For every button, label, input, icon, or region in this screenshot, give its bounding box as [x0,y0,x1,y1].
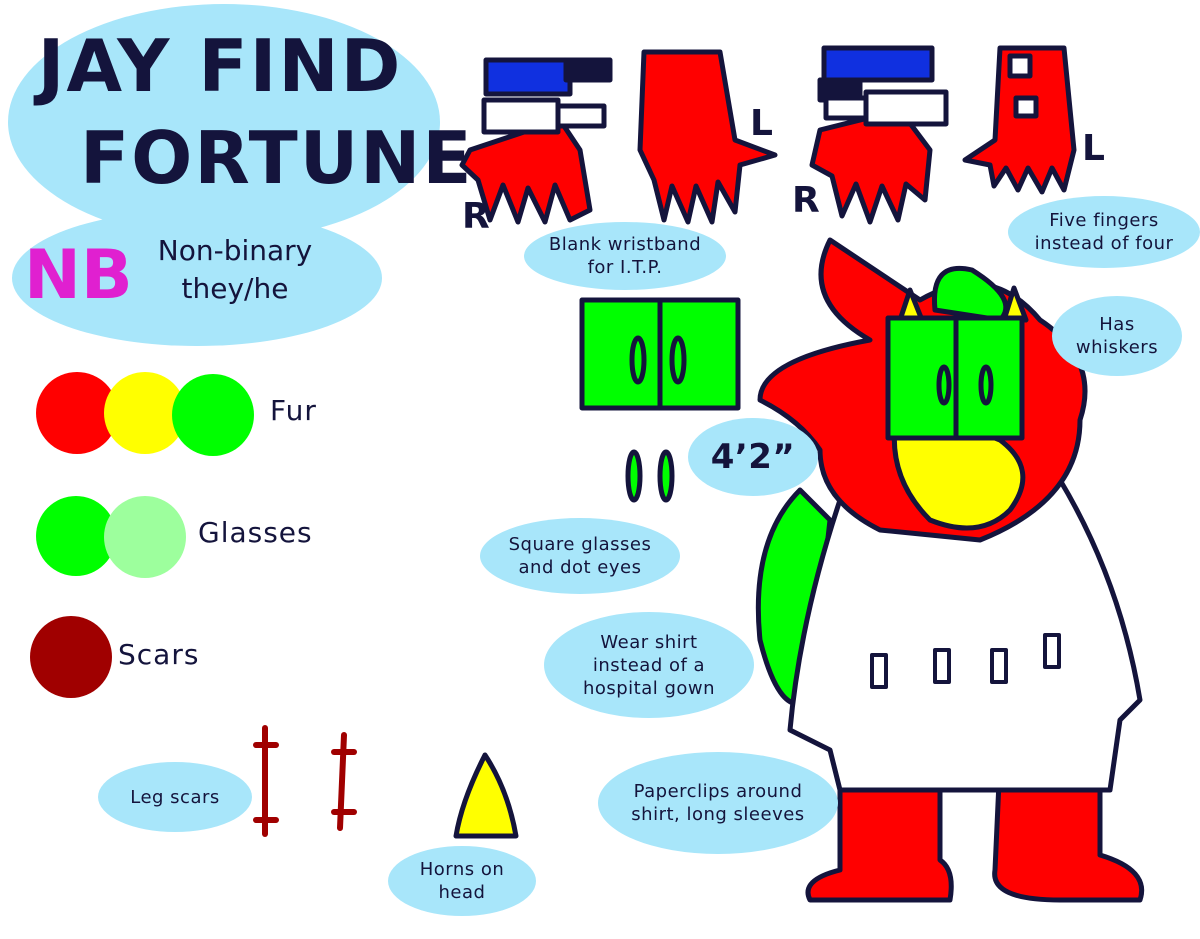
character-name: JAY FIND FORTUNE [20,20,474,204]
nb-badge: NB [24,236,133,315]
right-glove-with-device [459,57,613,225]
title-line-1: JAY FIND [37,24,403,108]
right-hand-label-alt: R [792,180,820,221]
fur-label: Fur [270,394,317,427]
left-hand-label-alt: L [1082,128,1105,169]
fur-swatch-green [172,374,254,456]
note-paperclips: Paperclips around shirt, long sleeves [598,752,838,854]
right-glove-alt [809,45,949,225]
left-glove-alt [962,45,1077,195]
scars-swatch [30,616,112,698]
glasses-swatch-light [104,496,186,578]
height-bubble: 4’2” [688,418,818,496]
note-leg-scars: Leg scars [98,762,252,832]
left-hand-label: L [750,103,773,144]
horn-closeup [453,752,519,839]
note-shirt: Wear shirt instead of a hospital gown [544,612,754,718]
gender-text: Non-binary they/he [157,234,313,305]
note-glasses: Square glasses and dot eyes [480,518,680,594]
title-line-2: FORTUNE [80,116,474,200]
gender-bubble [12,210,382,346]
glasses-closeup [579,297,741,503]
note-whiskers: Has whiskers [1052,296,1182,376]
scars-label: Scars [118,638,200,671]
character-figure [755,237,1144,903]
right-hand-label: R [462,196,490,237]
note-horns: Horns on head [388,846,536,916]
note-wristband: Blank wristband for I.T.P. [524,222,726,290]
title-bubble [8,4,440,240]
left-glove [637,49,778,225]
paperclips [870,633,1061,689]
leg-scar-marks [253,725,357,837]
glasses-swatch-green [36,496,116,576]
note-fingers: Five fingers instead of four [1008,196,1200,268]
glasses-label: Glasses [198,516,313,549]
